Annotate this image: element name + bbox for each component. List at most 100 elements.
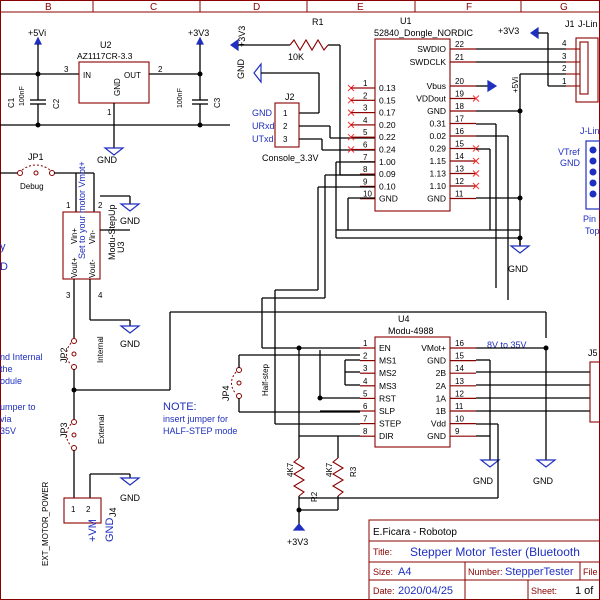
note-frag-6: via [0,414,12,424]
u4-vnote: 8V to 35V [487,340,527,350]
pin-number: 1 [363,79,368,88]
j1-name: J-Lin [578,19,598,29]
pin-label: SLP [379,406,395,416]
ground-icon [119,477,141,486]
pin-label: 0.10 [379,181,396,191]
jp4-ref: JP4 [221,385,231,401]
jp3-name: External [97,414,106,444]
pin-number: 5 [363,128,368,137]
j1-connector: J1 J-Lin 4 3 2 1 [562,19,599,103]
pin-number: 4 [363,377,368,386]
u3-vin-p: Vin+ [70,228,79,244]
j4-ref: J4 [108,507,118,517]
pin-row: 170.31 [429,115,476,129]
ground-icon [535,459,557,468]
u3-vin-m: Vin- [88,230,97,244]
pin-row: 141.15 [429,152,480,166]
u2-pin3: 3 [64,65,69,74]
note-title: NOTE: [163,401,197,413]
pin-label: 1.00 [379,157,396,167]
col-b: B [45,2,52,13]
tb-author: E.Ficara - Robotop [373,527,457,538]
note-frag-7: 35V [0,426,16,436]
u2-pin1: 1 [107,108,112,117]
col-c: C [150,2,157,13]
u3-pin3: 3 [66,291,71,300]
v33-label-a: +3V3 [188,28,209,38]
j4-body [63,497,102,524]
note-frag-1: D [0,261,8,273]
c1-val: 100nF [19,86,26,106]
pin-label: 2B [436,368,447,378]
col-e: E [357,2,364,13]
pin-label: GND [427,356,446,366]
jp4-name: Half-step [261,363,270,396]
u3-name: Modu-StepUp [107,204,117,260]
u4-ref: U4 [398,314,410,324]
regulator-section: +5Vi C2 C1 100nF U2 AZ1117CR-3.3 IN OUT … [0,28,230,165]
note-frag-4: odule [0,376,22,386]
pin-number: 6 [363,402,368,411]
v33-label-c: +3V3 [498,26,519,36]
j2-ref: J2 [285,92,295,102]
r2-resistor [292,457,306,497]
tb-number-label: Number: [468,567,503,577]
pin-number: 13 [455,165,464,174]
pin-number: 7 [363,153,368,162]
v33-label-d: +3V3 [287,537,308,547]
u4-body [374,336,451,448]
u3-ref: U3 [116,241,126,253]
j1-pin1: 1 [562,77,567,86]
col-d: D [253,2,260,13]
pin-number: 19 [455,90,464,99]
pin-number: 3 [363,104,368,113]
j2-pin2: 2 [283,122,288,131]
pin-number: 12 [455,389,464,398]
jlink-top: Top [585,226,600,236]
v5-label-b: +5Vi [511,77,520,93]
u3-gnd-label-b: GND [120,339,141,349]
pin-number: 6 [363,141,368,150]
pin-number: 12 [455,177,464,186]
jp1-ref: JP1 [28,152,44,162]
pin-number: 15 [455,140,464,149]
col-g: G [560,2,568,13]
j2-lbl-utxd: UTxd [252,134,274,144]
pin-number: 9 [455,427,460,436]
u2-gnd: GND [113,78,122,96]
u3-side-note: Set to your motor Vmot+ [77,161,87,259]
note-line2: HALF-STEP mode [163,426,237,436]
ground-icon [119,203,141,212]
j1-pin3: 3 [562,52,567,61]
pin-number: 11 [455,190,464,199]
pin-label: SWDCLK [410,57,447,67]
r4-val: 4K7 [286,462,295,477]
pin-label: Vbus [427,81,446,91]
u3-body [62,211,101,280]
pin-label: MS1 [379,356,397,366]
u3-vout-m: Vout- [88,259,97,278]
jlink-gnd: GND [560,158,581,168]
pin-row: 131.13 [429,165,480,179]
pin-number: 13 [455,377,464,386]
j4-gnd: GND [104,518,116,543]
tb-size: A4 [398,566,411,578]
u3-pin4: 4 [98,291,103,300]
j1-ref: J1 [565,19,575,29]
r2-ref: R2 [310,491,319,502]
pull-resistors: 4K7 R2 4K7 R3 +3V3 [286,348,358,547]
ground-icon [509,245,531,254]
power-arrow-icon [487,79,498,93]
pin-label: 1.10 [429,181,446,191]
pin-label: 0.02 [429,131,446,141]
j4-name: EXT_MOTOR_POWER [41,481,50,566]
